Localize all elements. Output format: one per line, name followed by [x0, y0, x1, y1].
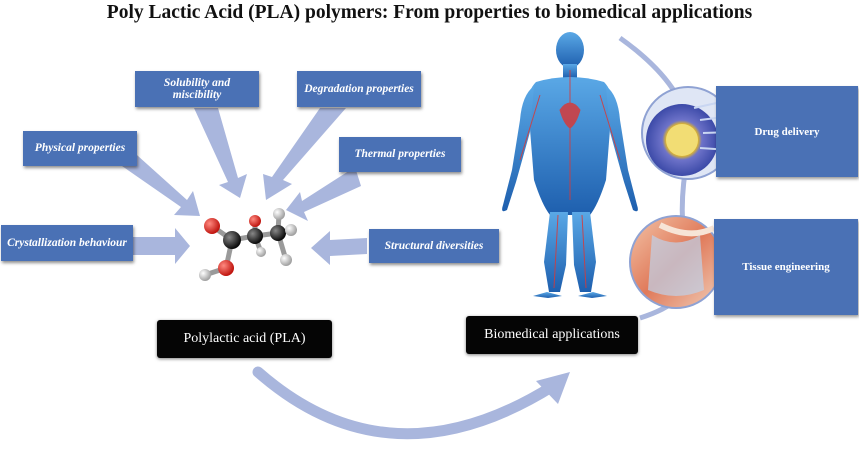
- bottom-curved-arrow: [252, 366, 559, 440]
- arrow-degradation: [263, 108, 346, 200]
- app-drug-delivery: Drug delivery: [716, 86, 858, 177]
- app-tissue-engineering: Tissue engineering: [714, 219, 858, 315]
- bottom-arrow-head: [536, 372, 570, 404]
- tissue-engineering-image: [629, 215, 723, 309]
- drug-delivery-image: [641, 86, 735, 180]
- arrow-solubility: [194, 108, 247, 198]
- human-body-figure: [502, 32, 638, 298]
- box-physical: Physical properties: [23, 131, 137, 166]
- box-thermal: Thermal properties: [339, 137, 461, 172]
- arrow-structural: [311, 231, 367, 265]
- pla-label: Polylactic acid (PLA): [157, 320, 332, 358]
- arrow-crystallization: [133, 228, 190, 264]
- box-structural: Structural diversities: [369, 229, 499, 263]
- box-crystallization: Crystallization behaviour: [1, 225, 133, 261]
- arrows-to-molecule: [122, 108, 367, 265]
- box-solubility: Solubility and miscibility: [135, 71, 259, 107]
- biomedical-label: Biomedical applications: [466, 316, 638, 354]
- arrow-physical: [122, 147, 200, 216]
- box-degradation: Degradation properties: [297, 71, 421, 107]
- arrow-thermal: [286, 167, 361, 221]
- body-details: [519, 70, 621, 289]
- pla-molecule: [199, 208, 297, 281]
- page-title: Poly Lactic Acid (PLA) polymers: From pr…: [106, 2, 753, 23]
